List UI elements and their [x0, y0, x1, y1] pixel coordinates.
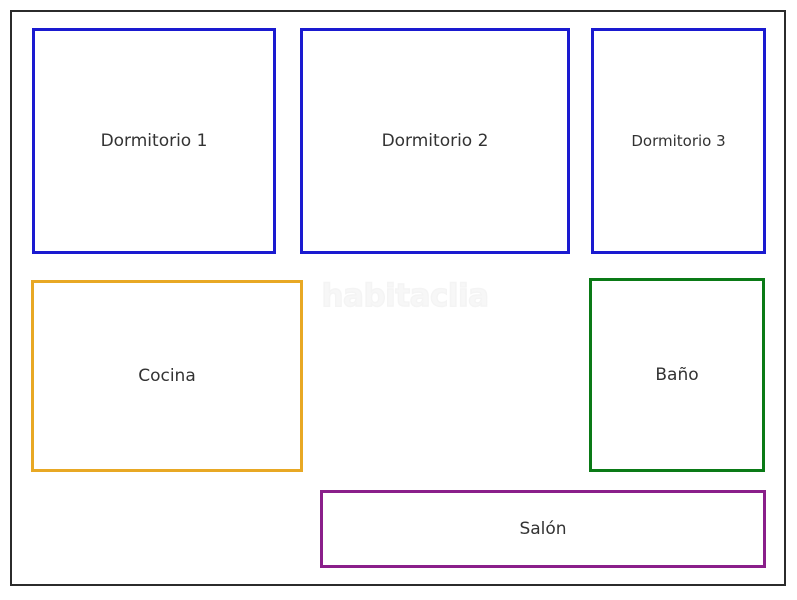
room-salon[interactable]: Salón	[320, 490, 766, 568]
room-dormitorio-1[interactable]: Dormitorio 1	[32, 28, 276, 254]
room-label-dormitorio-1: Dormitorio 1	[100, 130, 208, 151]
room-cocina[interactable]: Cocina	[31, 280, 303, 472]
room-label-salon: Salón	[519, 518, 567, 539]
room-bano[interactable]: Baño	[589, 278, 765, 472]
building-outline	[10, 10, 786, 586]
room-label-bano: Baño	[655, 364, 699, 385]
room-label-dormitorio-3: Dormitorio 3	[631, 131, 726, 150]
room-label-dormitorio-2: Dormitorio 2	[381, 130, 489, 151]
room-dormitorio-3[interactable]: Dormitorio 3	[591, 28, 766, 254]
room-label-cocina: Cocina	[138, 365, 196, 386]
room-dormitorio-2[interactable]: Dormitorio 2	[300, 28, 570, 254]
